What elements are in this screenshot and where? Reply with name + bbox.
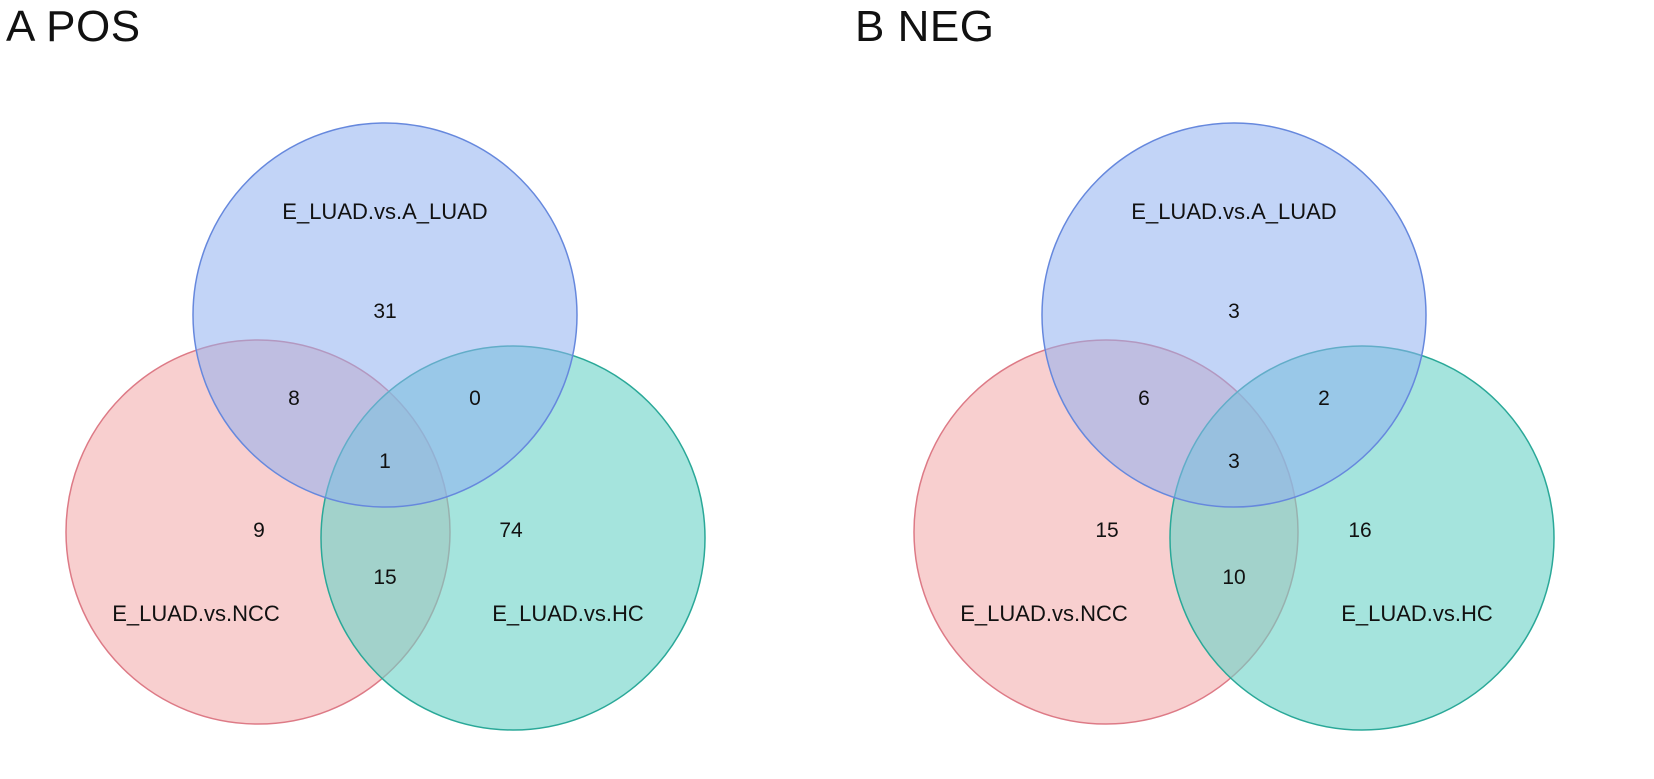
count-top-right: 0 xyxy=(469,387,481,410)
count-right-only: 74 xyxy=(499,519,523,542)
count-right-only: 16 xyxy=(1348,519,1371,542)
count-top-only: 31 xyxy=(373,300,396,323)
count-left-right: 15 xyxy=(373,566,396,589)
set-label-left: E_LUAD.vs.NCC xyxy=(960,601,1128,626)
set-label-left: E_LUAD.vs.NCC xyxy=(112,601,280,626)
venn-panel-b: E_LUAD.vs.A_LUAD E_LUAD.vs.NCC E_LUAD.vs… xyxy=(913,122,1555,731)
set-label-right: E_LUAD.vs.HC xyxy=(1341,601,1493,626)
count-all-three: 1 xyxy=(379,450,391,473)
count-left-right: 10 xyxy=(1222,566,1245,589)
set-label-top: E_LUAD.vs.A_LUAD xyxy=(282,199,487,224)
count-top-only: 3 xyxy=(1228,300,1240,323)
set-label-right: E_LUAD.vs.HC xyxy=(492,601,644,626)
set-label-top: E_LUAD.vs.A_LUAD xyxy=(1131,199,1336,224)
count-all-three: 3 xyxy=(1228,450,1240,473)
count-top-left: 8 xyxy=(288,387,300,410)
count-top-left: 6 xyxy=(1138,387,1150,410)
panel-a-title: A POS xyxy=(6,2,141,51)
count-left-only: 15 xyxy=(1095,519,1118,542)
set-circle-top xyxy=(192,122,578,508)
panel-b-title: B NEG xyxy=(855,2,995,51)
venn-panel-a: E_LUAD.vs.A_LUAD E_LUAD.vs.NCC E_LUAD.vs… xyxy=(65,122,706,731)
count-top-right: 2 xyxy=(1318,387,1330,410)
count-left-only: 9 xyxy=(253,519,265,542)
set-circle-top xyxy=(1041,122,1427,508)
